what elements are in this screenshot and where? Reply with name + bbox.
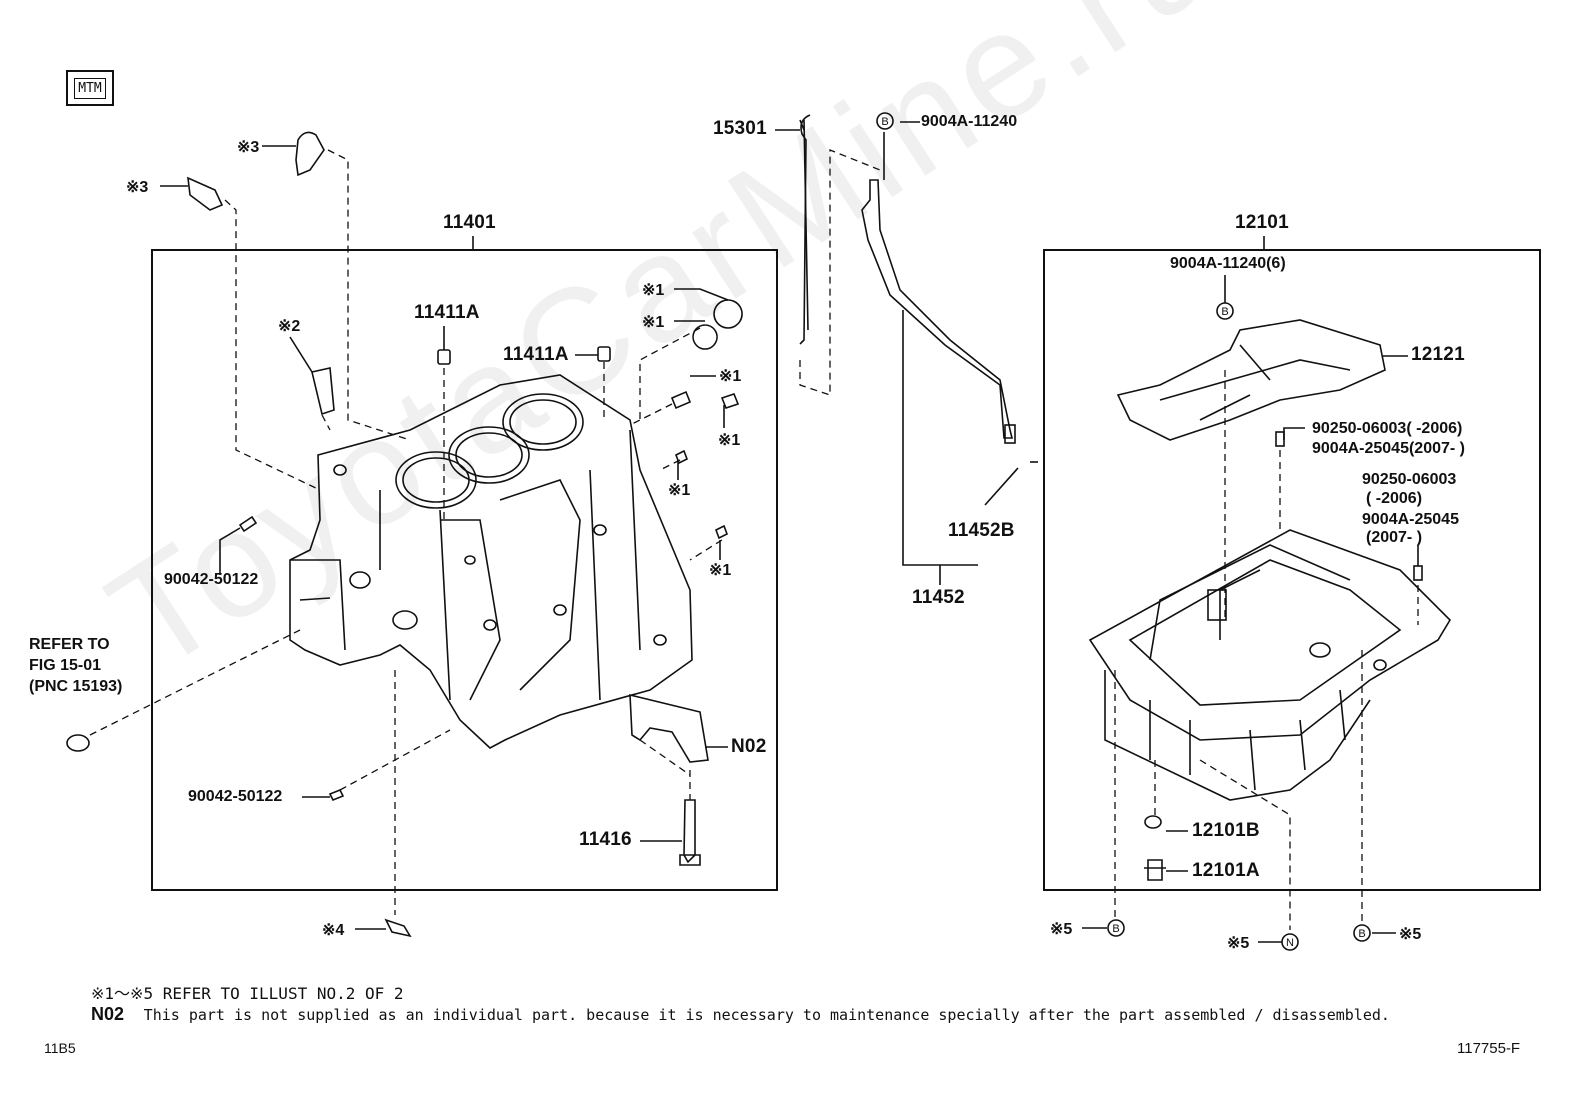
pan-frame [1043,249,1541,891]
footer-note-refer: ※1～※5 REFER TO ILLUST NO.2 OF 2 [91,984,404,1003]
label-gasket: 12101B [1192,820,1260,841]
label-bolt: 11416 [579,829,632,850]
label-pin-2: 11411A [503,344,569,365]
label-ref1-b: ※1 [642,314,665,331]
label-plug: 12101A [1192,860,1260,881]
dipstick-drawing [799,114,811,345]
label-dipstick: 15301 [713,118,767,139]
label-ref1-c: ※1 [719,368,742,385]
label-ref1-d: ※1 [718,432,741,449]
page-code-left: 11B5 [44,1040,76,1056]
label-ref3-a: ※3 [237,139,260,156]
footer-n02-code: N02 [91,1004,125,1024]
label-stud-a2: 9004A-25045(2007- ) [1312,440,1465,457]
circle-b-1: B [881,116,888,128]
label-ref5-c: ※5 [1399,926,1422,943]
label-stud-a1: 90250-06003( -2006) [1312,420,1463,437]
label-stud-b3: 9004A-25045 [1362,511,1459,528]
seal-drawing [692,299,743,350]
footer-note-n02: N02 This part is not supplied as an indi… [91,1004,1390,1025]
label-guide: 11452 [912,587,965,608]
label-pan-bolt: 9004A-11240(6) [1170,255,1286,272]
temp-sensor-drawing [187,176,224,211]
label-refer-to: REFER TO [29,636,110,653]
circle-b-4: B [1358,928,1365,940]
oil-jet-drawing [311,367,335,416]
label-refer-pnc: (PNC 15193) [29,678,123,695]
label-pin-1: 11411A [414,302,480,323]
knock-sensor-drawing [295,131,325,177]
circle-b-3: B [1112,923,1119,935]
label-block: 11401 [443,212,496,233]
label-stud-1: 90042-50122 [164,571,259,588]
block-frame [151,249,778,891]
cylinder-block-drawing [289,374,693,749]
label-ref1-f: ※1 [709,562,732,579]
baffle-plate-drawing [1116,319,1386,441]
label-ref3-b: ※3 [126,179,149,196]
oil-pan-drawing [1088,529,1452,801]
bearing-cap-drawing [629,693,709,763]
label-bolt-b-top: 9004A-11240 [921,113,1018,130]
label-ref1-e: ※1 [668,482,691,499]
circle-b-2: B [1221,306,1228,318]
label-stud-b1: 90250-06003 [1362,471,1457,488]
bolt-drawing [679,799,701,866]
dipstick-guide-drawing [861,179,1014,439]
label-n02: N02 [731,736,767,757]
mtm-badge: MTM [66,70,114,106]
label-oring: 11452B [948,520,1015,541]
label-ref5-a: ※5 [1050,921,1073,938]
label-pan: 12101 [1235,212,1289,233]
label-ref1-a: ※1 [642,282,665,299]
label-stud-2: 90042-50122 [188,788,283,805]
circle-n: N [1286,937,1294,949]
label-stud-b4: (2007- ) [1366,529,1423,546]
label-refer-fig: FIG 15-01 [29,657,102,674]
label-stud-b2: ( -2006) [1366,490,1423,507]
footer-n02-text: This part is not supplied as an individu… [143,1006,1390,1024]
label-ref2: ※2 [278,318,301,335]
page-code-right: 117755-F [1457,1040,1521,1057]
label-ref4: ※4 [322,922,345,939]
label-ref5-b: ※5 [1227,935,1250,952]
label-baffle: 12121 [1411,344,1465,365]
